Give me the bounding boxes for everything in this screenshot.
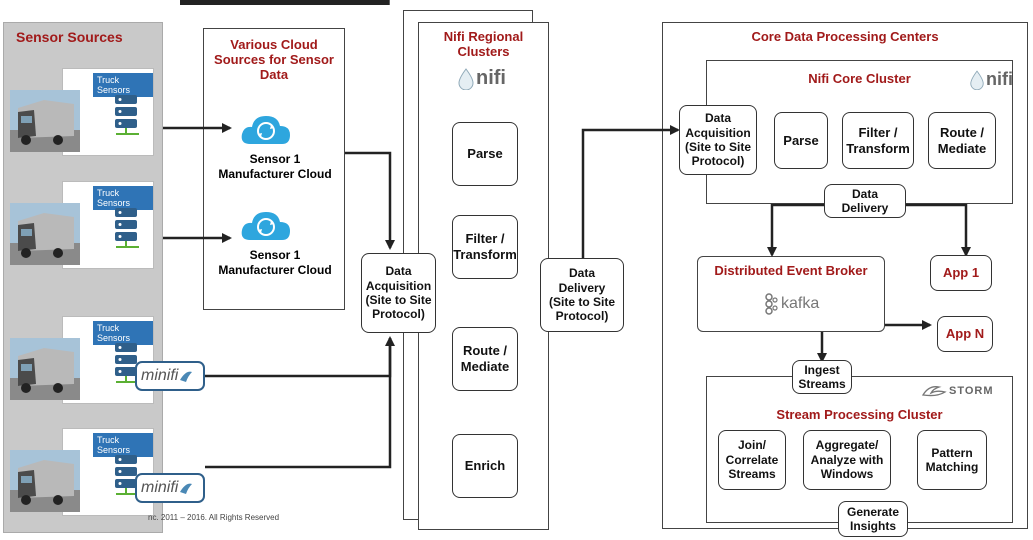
truck-icon — [10, 338, 80, 400]
truck-sensors-label: Truck Sensors — [93, 73, 153, 97]
kafka-logo-icon: kafka — [764, 293, 819, 315]
sensor-card: Truck Sensors — [62, 68, 154, 156]
nifi-logo-icon: nifi — [969, 69, 1013, 90]
cloud-label: Sensor 1 Manufacturer Cloud — [218, 152, 332, 181]
core-title: Core Data Processing Centers — [751, 29, 939, 44]
truck-sensors-label: Truck Sensors — [93, 433, 153, 457]
cloud-icon — [238, 112, 294, 148]
data-delivery-box: Data Delivery (Site to Site Protocol) — [540, 258, 624, 332]
minifi-drop-icon — [180, 483, 193, 494]
regional-title: Nifi Regional Clusters — [443, 29, 524, 59]
app-box: App N — [937, 316, 993, 352]
cloud-icon — [238, 208, 294, 244]
data-acquisition-box: Data Acquisition (Site to Site Protocol) — [361, 253, 436, 333]
server-stack-icon — [115, 95, 139, 135]
truck-icon — [10, 90, 80, 152]
cloud-panel-title: Various Cloud Sources for Sensor Data — [214, 37, 334, 82]
app-box: App 1 — [930, 255, 992, 291]
stream-step-box: Join/ Correlate Streams — [718, 430, 786, 490]
server-stack-icon — [115, 343, 139, 383]
server-stack-icon — [115, 208, 139, 248]
regional-step-box: Filter / Transform — [452, 215, 518, 279]
core-step-box: Parse — [774, 112, 828, 169]
generate-insights-box: Generate Insights — [838, 501, 908, 537]
regional-step-box: Route / Mediate — [452, 327, 518, 391]
core-step-box: Route / Mediate — [928, 112, 996, 169]
regional-step-box: Enrich — [452, 434, 518, 498]
ingest-streams-box: Ingest Streams — [792, 360, 852, 394]
minifi-agent-badge: minifi — [135, 473, 205, 503]
broker-title: Distributed Event Broker — [714, 263, 868, 278]
stream-step-box: Pattern Matching — [917, 430, 987, 490]
stream-step-box: Aggregate/ Analyze with Windows — [803, 430, 891, 490]
storm-logo-icon: STORM — [921, 383, 994, 399]
regional-step-box: Parse — [452, 122, 518, 186]
nifi-core-title: Nifi Core Cluster — [808, 71, 911, 86]
cloud-label: Sensor 1 Manufacturer Cloud — [218, 248, 332, 277]
core-acquisition-box: Data Acquisition (Site to Site Protocol) — [679, 105, 757, 175]
truck-sensors-label: Truck Sensors — [93, 321, 153, 345]
cropped-heading: ▁▂▃▂▁▂▃▂▁▃ — [180, 0, 440, 6]
sensor-sources-title: Sensor Sources — [16, 29, 123, 45]
core-step-box: Filter / Transform — [842, 112, 914, 169]
nifi-logo-icon: nifi — [457, 67, 506, 90]
truck-sensors-label: Truck Sensors — [93, 186, 153, 210]
minifi-agent-badge: minifi — [135, 361, 205, 391]
copyright-text: nc. 2011 – 2016. All Rights Reserved — [148, 513, 280, 522]
truck-icon — [10, 203, 80, 265]
minifi-drop-icon — [180, 371, 193, 382]
server-stack-icon — [115, 455, 139, 495]
core-delivery-box: Data Delivery — [824, 184, 906, 218]
stream-cluster-title: Stream Processing Cluster — [776, 407, 943, 422]
cloud-sources-panel: Various Cloud Sources for Sensor Data — [203, 28, 345, 310]
event-broker-panel: Distributed Event Broker kafka — [697, 256, 885, 332]
truck-icon — [10, 450, 80, 512]
